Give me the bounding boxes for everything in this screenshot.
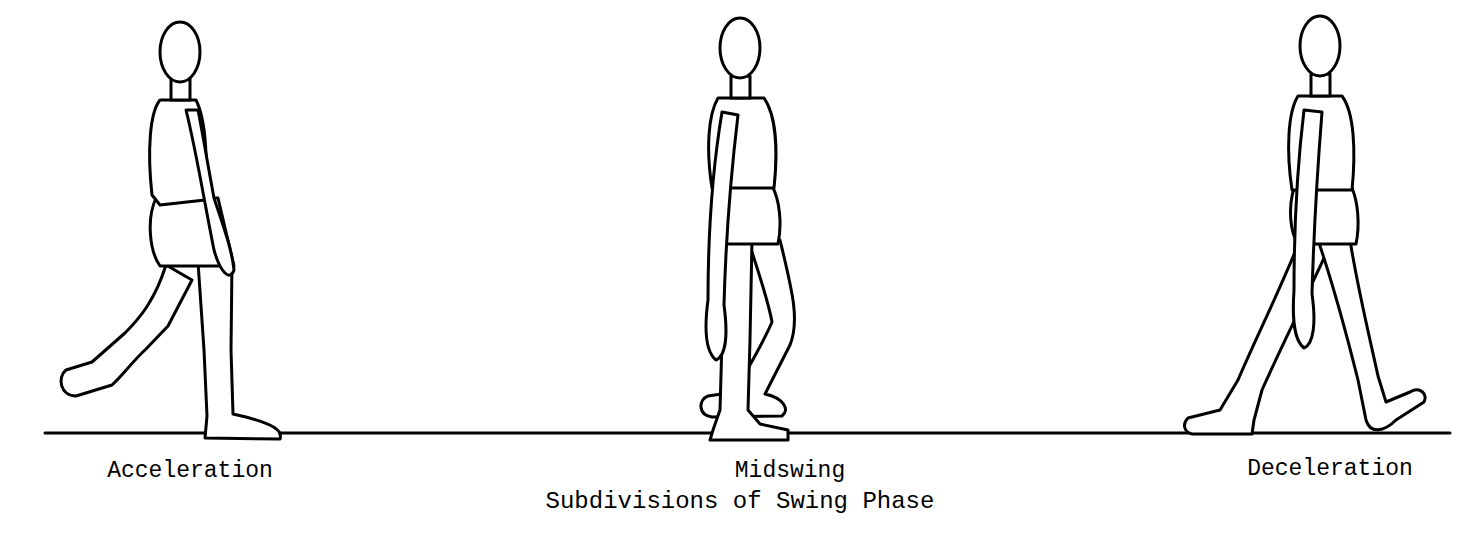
walking-figure (1185, 16, 1426, 434)
head (160, 22, 200, 82)
stance-leg (198, 262, 280, 439)
walking-figure (701, 18, 795, 440)
swing-leg (61, 265, 192, 396)
figure-caption: Subdivisions of Swing Phase (546, 490, 935, 514)
walking-figure (61, 22, 280, 439)
arm (186, 110, 234, 275)
head (720, 18, 760, 78)
head (1300, 16, 1340, 76)
swing-leg (1318, 240, 1425, 430)
phase-label: Midswing (735, 460, 845, 483)
phase-label: Acceleration (107, 460, 273, 483)
arm (1293, 110, 1322, 348)
phase-label: Deceleration (1247, 458, 1413, 481)
arm (706, 112, 738, 360)
